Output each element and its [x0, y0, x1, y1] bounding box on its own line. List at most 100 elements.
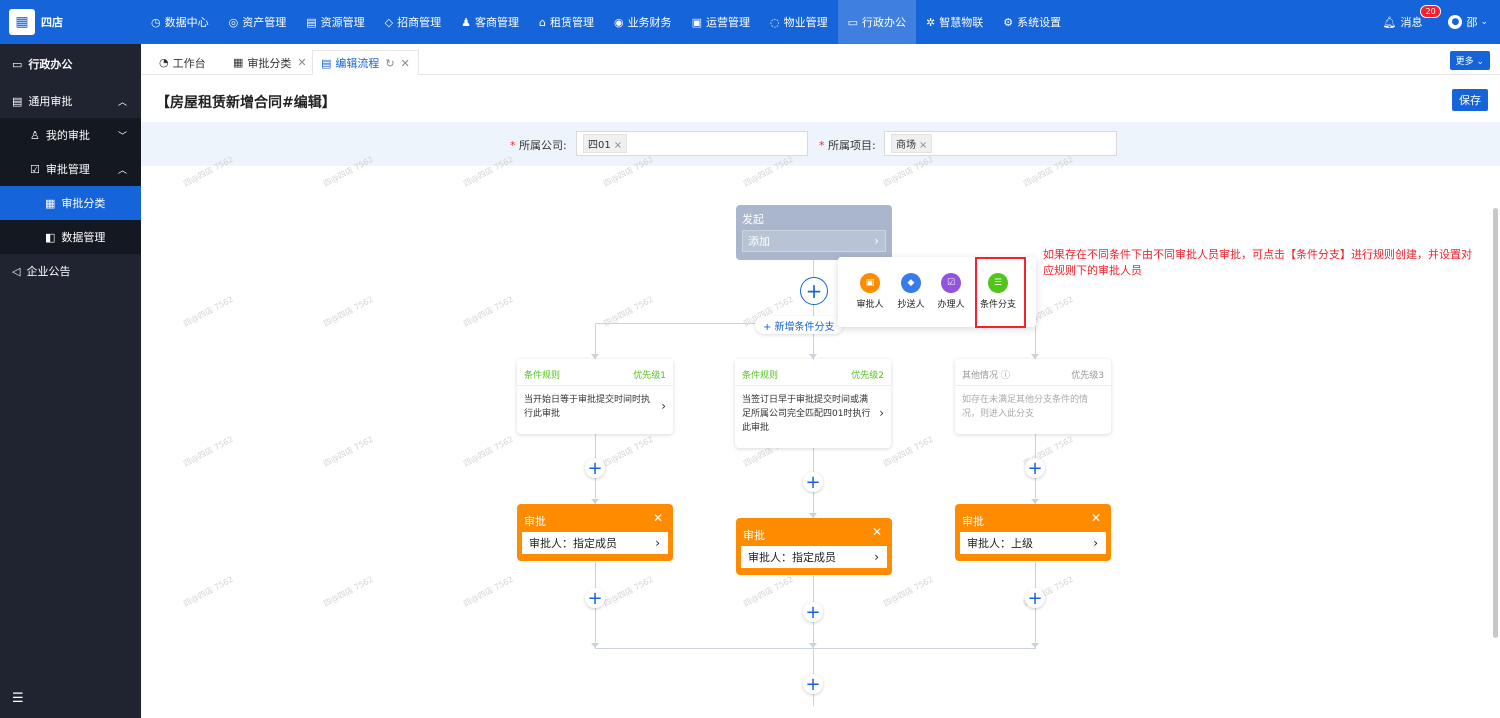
- tab-edit-flow[interactable]: ▤编辑流程↻✕: [312, 50, 419, 75]
- sidebar-item-label: 审批管理: [45, 163, 90, 176]
- watermark: 四@四店 7562: [322, 294, 375, 329]
- start-add-field[interactable]: 添加›: [742, 230, 886, 252]
- highlight-box: [975, 257, 1026, 328]
- nav-icon: ▤: [306, 15, 317, 29]
- user-menu[interactable]: ● 邵 ⌄: [1448, 14, 1488, 30]
- chevron-down-icon: ⌄: [1480, 17, 1488, 27]
- nav-item-7[interactable]: ▣运营管理: [682, 0, 760, 44]
- close-icon[interactable]: ✕: [652, 511, 663, 525]
- cc-option[interactable]: ◆抄送人: [893, 273, 929, 310]
- nav-label: 资源管理: [320, 16, 365, 29]
- tab-workbench[interactable]: ◔工作台: [151, 50, 214, 75]
- save-button[interactable]: 保存: [1452, 89, 1488, 111]
- document-icon: ▤: [12, 94, 23, 108]
- nav-icon: ◇: [384, 15, 394, 29]
- sidebar-item-approval-management[interactable]: ☑审批管理︿: [0, 152, 141, 186]
- sidebar-item-general-approval[interactable]: ▤通用审批︿: [0, 84, 141, 118]
- arrow-down-icon: [1031, 643, 1039, 648]
- company-select[interactable]: 四01×: [576, 131, 808, 156]
- nav-icon: ♟: [461, 15, 471, 29]
- sidebar-item-my-approval[interactable]: ♙我的审批﹀: [0, 118, 141, 152]
- condition-body: 当签订日早于审批提交时间或满足所属公司完全匹配四01时执行此审批: [742, 395, 871, 433]
- start-node[interactable]: 发起 添加›: [736, 205, 892, 260]
- condition-body: 如存在未满足其他分支条件的情况，则进入此分支: [962, 395, 1089, 419]
- tag-remove-icon[interactable]: ×: [613, 140, 623, 151]
- nav-label: 业务财务: [627, 16, 672, 29]
- nav-item-4[interactable]: ♟客商管理: [451, 0, 529, 44]
- user-avatar-icon: ●: [1448, 15, 1463, 29]
- more-tabs-button[interactable]: 更多 ⌄: [1449, 51, 1490, 70]
- messages-button[interactable]: 🔔︎ 消息 20: [1382, 5, 1441, 30]
- arrow-down-icon: [591, 499, 599, 504]
- sidebar-item-approval-category[interactable]: ▦审批分类: [0, 186, 141, 220]
- sidebar-item-label: 企业公告: [26, 265, 71, 278]
- close-icon[interactable]: ✕: [871, 525, 882, 539]
- nav-item-10[interactable]: ✲智慧物联: [916, 0, 993, 44]
- sidebar-item-admin-office[interactable]: ▭行政办公: [0, 44, 141, 84]
- close-icon[interactable]: ✕: [400, 56, 410, 70]
- add-node-button[interactable]: +: [803, 674, 823, 695]
- add-node-button[interactable]: +: [1025, 458, 1045, 479]
- approval-node-1[interactable]: 审批 ✕ 审批人：指定成员›: [517, 504, 673, 561]
- approval-node-2[interactable]: 审批 ✕ 审批人：指定成员›: [736, 518, 892, 575]
- nav-label: 招商管理: [397, 16, 442, 29]
- add-node-button[interactable]: +: [803, 472, 823, 493]
- nav-item-0[interactable]: ◷数据中心: [141, 0, 219, 44]
- add-node-button[interactable]: +: [585, 588, 605, 609]
- nav-item-2[interactable]: ▤资源管理: [296, 0, 374, 44]
- start-title: 发起: [742, 213, 764, 226]
- arrow-down-icon: [809, 643, 817, 648]
- tab-approval-category[interactable]: ▦审批分类✕: [225, 50, 315, 75]
- nav-item-5[interactable]: ⌂租赁管理: [529, 0, 604, 44]
- add-node-button[interactable]: +: [585, 458, 605, 479]
- add-node-button[interactable]: +: [803, 602, 823, 623]
- chevron-right-icon: ›: [874, 234, 879, 248]
- cc-icon: ◆: [901, 273, 921, 293]
- monitor-icon: ▭: [12, 57, 23, 71]
- approver-field[interactable]: 审批人：指定成员›: [522, 532, 668, 554]
- nav-item-3[interactable]: ◇招商管理: [375, 0, 451, 44]
- sidebar-item-announcement[interactable]: ◁企业公告: [0, 254, 141, 288]
- dashboard-icon: ◔: [159, 56, 169, 69]
- vertical-scrollbar[interactable]: [1493, 208, 1498, 638]
- nav-icon: ◉: [613, 15, 624, 29]
- chevron-down-icon: ﹀: [117, 131, 127, 142]
- grid-icon: ▦: [45, 196, 56, 210]
- handler-option[interactable]: ☑办理人: [933, 273, 969, 310]
- collapse-menu-icon[interactable]: ☰: [12, 691, 24, 706]
- approver-field[interactable]: 审批人：指定成员›: [741, 546, 887, 568]
- nav-item-8[interactable]: ◌物业管理: [760, 0, 838, 44]
- chevron-right-icon: ›: [655, 536, 660, 550]
- approval-node-3[interactable]: 审批 ✕ 审批人：上级›: [955, 504, 1111, 561]
- approver-icon: ▣: [860, 273, 880, 293]
- condition-card-other[interactable]: 其他情况 ⓘ 优先级3 如存在未满足其他分支条件的情况，则进入此分支: [955, 359, 1111, 434]
- condition-branch-option[interactable]: ☰条件分支: [976, 273, 1020, 310]
- close-icon[interactable]: ✕: [297, 56, 307, 69]
- sidebar-item-data-management[interactable]: ◧数据管理: [0, 220, 141, 254]
- watermark: 四@四店 7562: [462, 294, 515, 329]
- add-node-button[interactable]: +: [800, 277, 828, 305]
- approver-option[interactable]: ▣审批人: [852, 273, 888, 310]
- project-select[interactable]: 商场×: [884, 131, 1117, 156]
- approver-field[interactable]: 审批人：上级›: [960, 532, 1106, 554]
- condition-card-2[interactable]: 条件规则 优先级2 当签订日早于审批提交时间或满足所属公司完全匹配四01时执行此…: [735, 359, 891, 448]
- refresh-icon[interactable]: ↻: [385, 56, 395, 70]
- condition-card-1[interactable]: 条件规则 优先级1 当开始日等于审批提交时间时执行此审批 ›: [517, 359, 673, 434]
- close-icon[interactable]: ✕: [1090, 511, 1101, 525]
- nav-item-1[interactable]: ◎资产管理: [219, 0, 297, 44]
- tag-remove-icon[interactable]: ×: [919, 140, 928, 151]
- add-condition-branch-button[interactable]: + 新增条件分支: [755, 316, 843, 334]
- messages-label: 消息: [1400, 16, 1423, 29]
- nav-item-9[interactable]: ▭行政办公: [837, 0, 916, 44]
- document-icon: ▤: [321, 56, 332, 70]
- nav-item-11[interactable]: ⚙系统设置: [993, 0, 1071, 44]
- nav-label: 租赁管理: [549, 16, 594, 29]
- brand[interactable]: ▦ 四店: [0, 0, 141, 44]
- nav-item-6[interactable]: ◉业务财务: [604, 0, 682, 44]
- add-node-button[interactable]: +: [1025, 588, 1045, 609]
- watermark: 四@四店 7562: [182, 574, 235, 609]
- condition-head: 其他情况 ⓘ: [962, 371, 1010, 381]
- nav-icon: ◎: [228, 15, 239, 29]
- nav-label: 系统设置: [1017, 16, 1062, 29]
